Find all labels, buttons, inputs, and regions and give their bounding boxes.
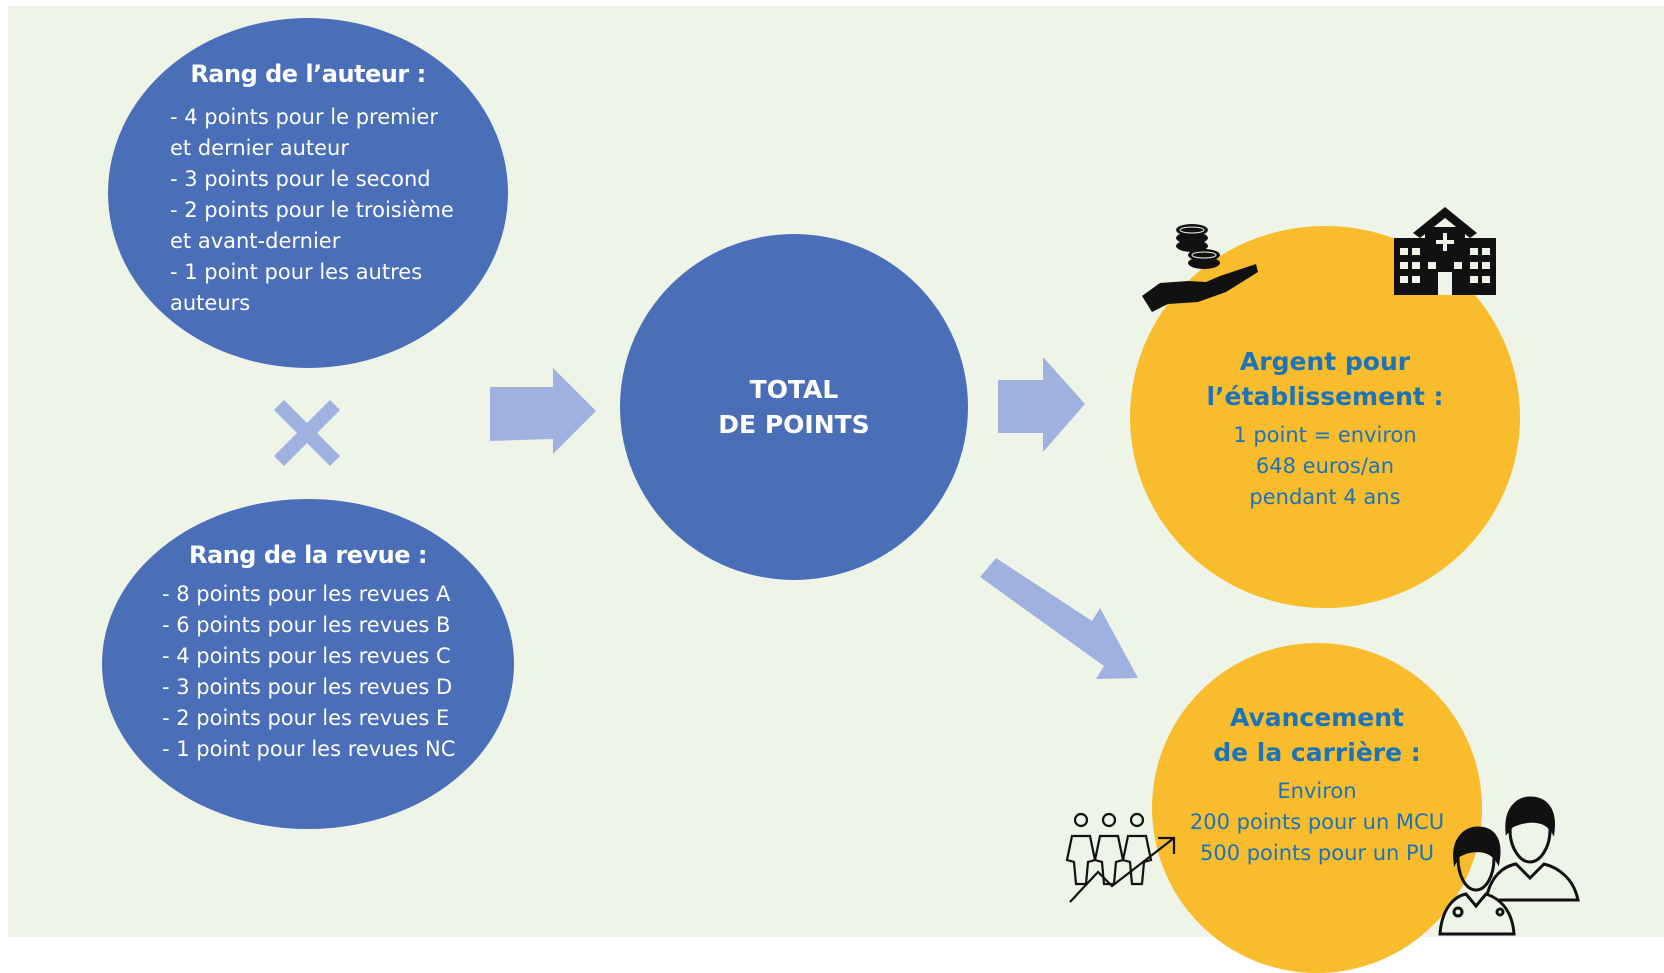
author-rank-line: et dernier auteur [170,136,349,160]
total-points-line1: TOTAL [749,375,839,404]
total-points-line2: DE POINTS [718,410,870,439]
author-rank-ellipse: Rang de l’auteur : - 4 points pour le pr… [108,18,508,368]
author-rank-title: Rang de l’auteur : [190,60,426,88]
career-advancement-circle: Avancement de la carrière : Environ 200 … [1152,643,1482,973]
arrow-diagonal-icon [980,558,1138,679]
author-rank-line: - 1 point pour les autres [170,260,423,284]
multiply-icon [274,400,340,466]
journal-rank-title: Rang de la revue : [189,541,427,569]
team-growth-icon [1065,812,1176,903]
career-advancement-body: Environ 200 points pour un MCU 500 point… [1152,776,1482,869]
career-advancement-title-line1: Avancement [1230,703,1404,732]
journal-rank-line: - 8 points pour les revues A [162,582,451,606]
institution-money-title-line1: Argent pour [1239,347,1411,376]
author-rank-line: - 4 points pour le premier [170,105,438,129]
hospital-icon [1394,207,1496,295]
total-points-circle: TOTAL DE POINTS [620,234,968,580]
journal-rank-list: - 8 points pour les revues A - 6 points … [162,579,455,765]
arrow-right-icon [998,357,1085,452]
career-advancement-line: 500 points pour un PU [1199,841,1435,865]
journal-rank-line: - 2 points pour les revues E [162,706,450,730]
institution-money-line: 1 point = environ [1233,423,1417,447]
journal-rank-line: - 6 points pour les revues B [162,613,451,637]
diagram-shapes [274,207,1580,936]
coins-hand-icon [1142,224,1258,312]
journal-rank-ellipse: Rang de la revue : - 8 points pour les r… [102,499,514,829]
career-advancement-title-line2: de la carrière : [1213,738,1421,767]
institution-money-body: 1 point = environ 648 euros/an pendant 4… [1130,420,1520,513]
institution-money-title: Argent pour l’établissement : [1130,344,1520,414]
institution-money-title-line2: l’établissement : [1206,382,1444,411]
institution-money-line: pendant 4 ans [1249,485,1401,509]
career-advancement-line: 200 points pour un MCU [1189,810,1445,834]
journal-rank-line: - 4 points pour les revues C [162,644,451,668]
author-rank-line: auteurs [170,291,251,315]
author-rank-line: et avant-dernier [170,229,341,253]
arrow-right-icon [490,368,596,454]
author-rank-line: - 2 points pour le troisième [170,198,454,222]
author-rank-list: - 4 points pour le premier et dernier au… [170,102,454,319]
career-advancement-title: Avancement de la carrière : [1152,700,1482,770]
career-advancement-line: Environ [1277,779,1357,803]
institution-money-line: 648 euros/an [1255,454,1395,478]
journal-rank-line: - 3 points pour les revues D [162,675,453,699]
journal-rank-line: - 1 point pour les revues NC [162,737,456,761]
author-rank-line: - 3 points pour le second [170,167,431,191]
doctors-icon [1438,796,1580,936]
